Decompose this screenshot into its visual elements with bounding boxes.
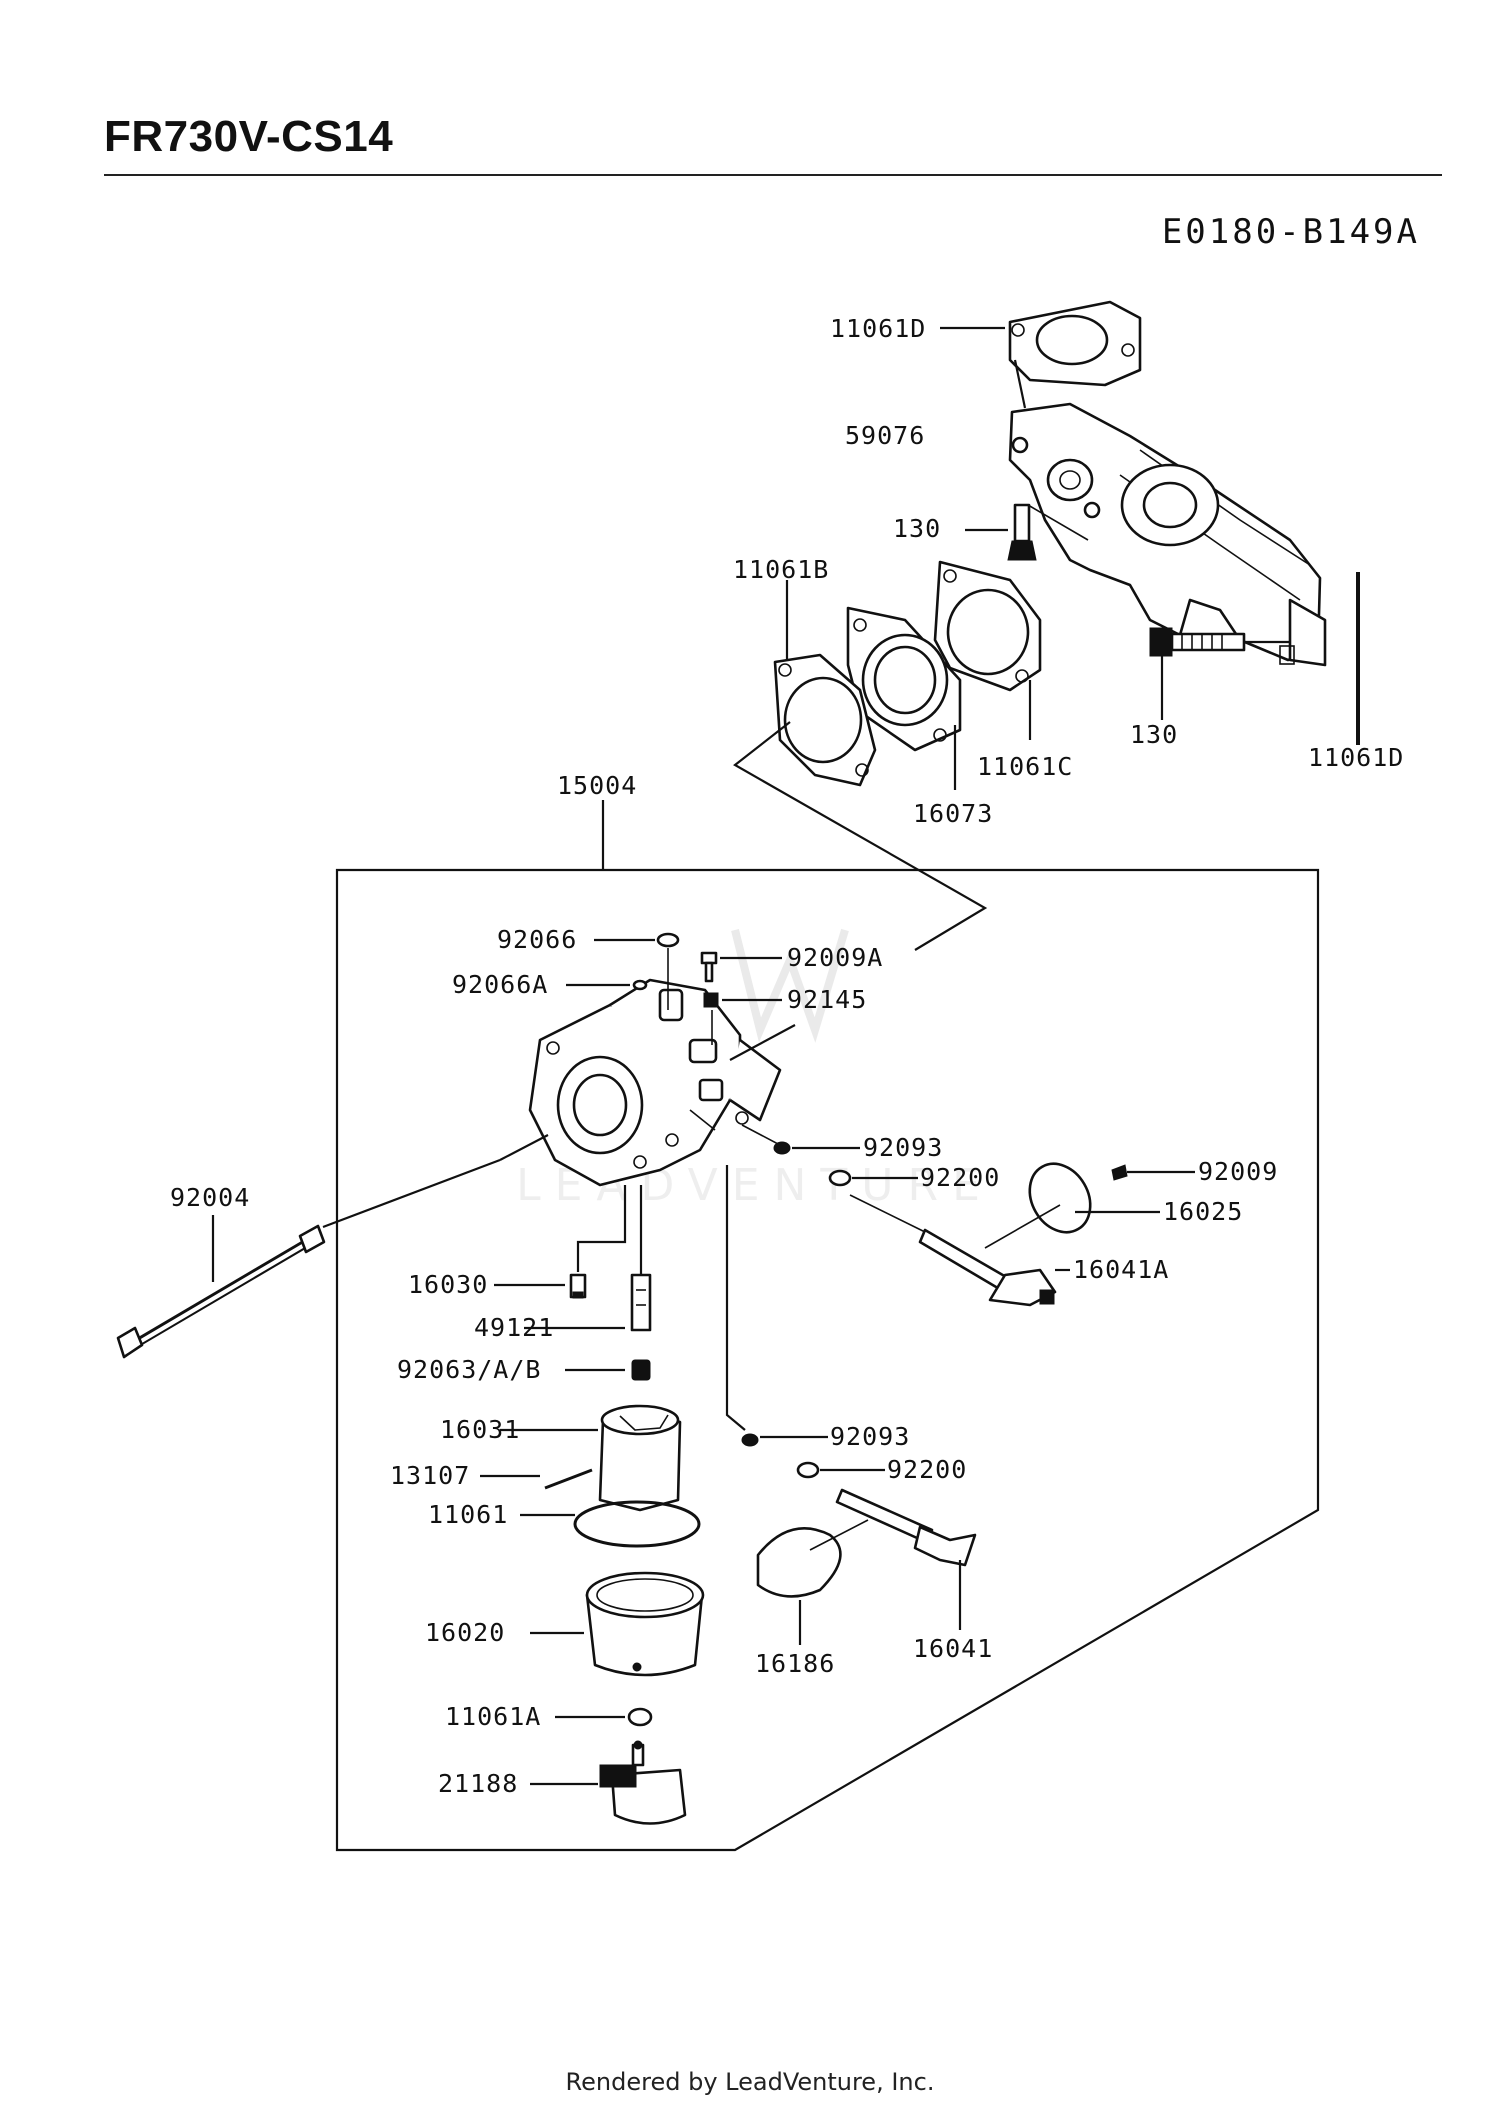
label-11061B: 11061B bbox=[733, 555, 829, 584]
part-92066A-plug bbox=[632, 979, 648, 991]
diagram-code: E0180-B149A bbox=[1161, 212, 1420, 252]
part-92004-screw bbox=[116, 1224, 326, 1359]
carburetor-assembly-outline bbox=[335, 868, 1320, 1852]
part-130-bolt-vertical bbox=[1007, 503, 1037, 561]
part-16020-float-bowl bbox=[585, 1571, 705, 1677]
part-92200-washer-lower bbox=[796, 1461, 820, 1479]
part-11061D-top-gasket bbox=[1008, 300, 1142, 387]
part-11061-o-ring bbox=[573, 1500, 701, 1548]
part-92066-plug bbox=[656, 932, 680, 948]
part-130-bolt-horizontal bbox=[1149, 627, 1246, 657]
part-13107-pin bbox=[544, 1468, 593, 1490]
label-16030: 16030 bbox=[408, 1270, 488, 1299]
label-92066A: 92066A bbox=[452, 970, 548, 999]
part-59076-intake-manifold bbox=[1008, 402, 1327, 667]
part-92009A-screw bbox=[700, 951, 718, 983]
label-16073: 16073 bbox=[913, 799, 993, 828]
label-16041A: 16041A bbox=[1073, 1255, 1169, 1284]
label-11061D-side: 11061D bbox=[1308, 743, 1404, 772]
label-16186: 16186 bbox=[755, 1649, 835, 1678]
label-49121: 49121 bbox=[474, 1313, 554, 1342]
part-16041-throttle-shaft bbox=[835, 1488, 977, 1567]
part-11061B-gasket bbox=[773, 653, 877, 787]
part-21188-solenoid bbox=[599, 1740, 687, 1825]
label-11061A: 11061A bbox=[445, 1702, 541, 1731]
part-11061C-gasket bbox=[933, 560, 1042, 692]
part-16073-insulator bbox=[846, 606, 962, 752]
part-15004-carburetor-body bbox=[528, 978, 782, 1187]
part-92093-seal-lower bbox=[741, 1433, 759, 1447]
label-15004: 15004 bbox=[557, 771, 637, 800]
label-92200-lower: 92200 bbox=[887, 1455, 967, 1484]
part-92200-washer-upper bbox=[828, 1169, 852, 1187]
label-130-a: 130 bbox=[893, 514, 941, 543]
footer-credit: Rendered by LeadVenture, Inc. bbox=[565, 2068, 935, 2096]
label-92009A: 92009A bbox=[787, 943, 883, 972]
label-130-b: 130 bbox=[1130, 720, 1178, 749]
title-divider bbox=[104, 174, 1442, 176]
label-92004: 92004 bbox=[170, 1183, 250, 1212]
part-16030-jet bbox=[569, 1273, 587, 1299]
label-21188: 21188 bbox=[438, 1769, 518, 1798]
label-16025: 16025 bbox=[1163, 1197, 1243, 1226]
label-13107: 13107 bbox=[390, 1461, 470, 1490]
part-11061A-washer bbox=[627, 1707, 653, 1727]
label-92066: 92066 bbox=[497, 925, 577, 954]
label-92145: 92145 bbox=[787, 985, 867, 1014]
label-11061C: 11061C bbox=[977, 752, 1073, 781]
label-11061: 11061 bbox=[428, 1500, 508, 1529]
part-92093-seal-upper bbox=[773, 1141, 791, 1155]
label-59076: 59076 bbox=[845, 421, 925, 450]
label-92009: 92009 bbox=[1198, 1157, 1278, 1186]
label-92063-A-B: 92063/A/B bbox=[397, 1355, 541, 1384]
part-92063-main-jet bbox=[631, 1359, 651, 1381]
flange-projection-line bbox=[733, 721, 988, 951]
label-16041: 16041 bbox=[913, 1634, 993, 1663]
label-92093-lower: 92093 bbox=[830, 1422, 910, 1451]
part-16186-throttle-plate bbox=[756, 1527, 842, 1598]
label-11061D-top: 11061D bbox=[830, 314, 926, 343]
label-16031: 16031 bbox=[440, 1415, 520, 1444]
part-49121-emulsion-tube bbox=[630, 1273, 652, 1332]
part-92145-spring bbox=[703, 992, 719, 1008]
label-92200-upper: 92200 bbox=[920, 1163, 1000, 1192]
part-16025-choke-plate bbox=[1028, 1162, 1092, 1234]
part-16041A-choke-shaft bbox=[918, 1228, 1057, 1307]
label-92093-upper: 92093 bbox=[863, 1133, 943, 1162]
page-title: FR730V-CS14 bbox=[104, 112, 394, 161]
part-16031-float bbox=[598, 1404, 682, 1512]
part-92009-screw bbox=[1111, 1164, 1128, 1181]
label-16020: 16020 bbox=[425, 1618, 505, 1647]
